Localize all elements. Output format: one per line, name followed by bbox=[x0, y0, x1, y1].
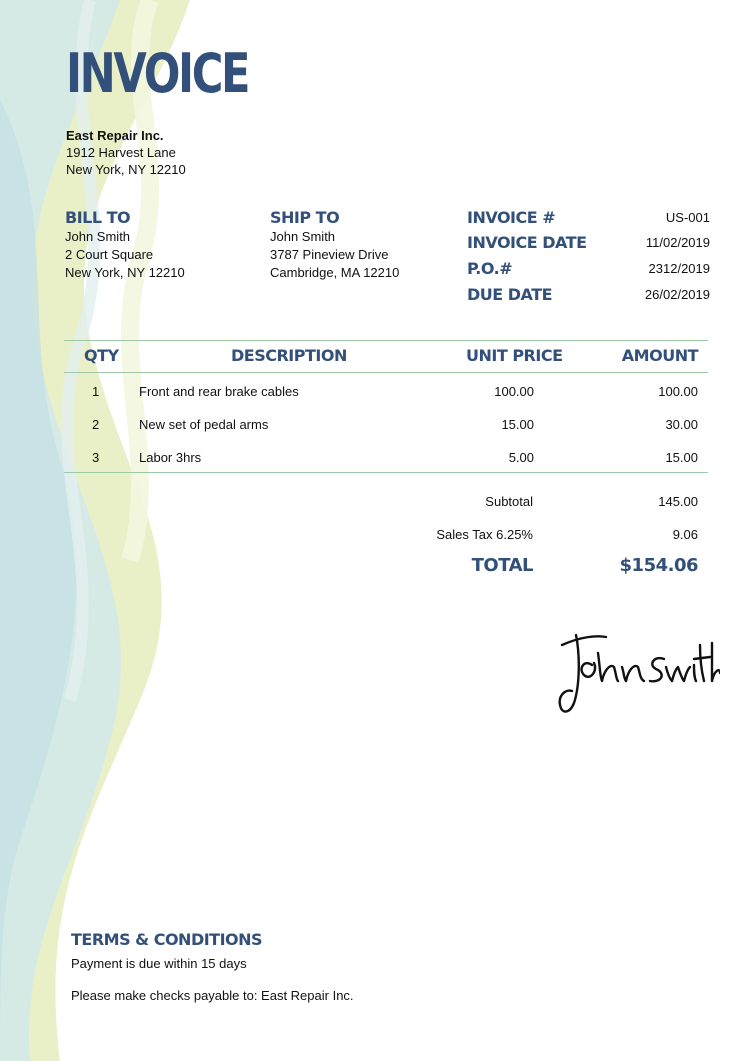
item-description: New set of pedal arms bbox=[139, 417, 269, 432]
table-row: 2 New set of pedal arms 15.00 30.00 bbox=[64, 417, 708, 435]
terms-line2: Please make checks payable to: East Repa… bbox=[71, 988, 354, 1003]
item-amount: 100.00 bbox=[658, 384, 698, 399]
table-header-rule bbox=[64, 372, 708, 373]
bill-to-block: BILL TO John Smith 2 Court Square New Yo… bbox=[65, 208, 185, 282]
meta-value: 2312/2019 bbox=[648, 261, 710, 276]
ship-to-heading: SHIP TO bbox=[270, 208, 340, 227]
subtotal-value: 145.00 bbox=[658, 494, 698, 509]
ship-to-block: SHIP TO John Smith 3787 Pineview Drive C… bbox=[270, 208, 399, 282]
terms-line1: Payment is due within 15 days bbox=[71, 956, 247, 971]
item-amount: 15.00 bbox=[665, 450, 698, 465]
bill-to-address-line1: 2 Court Square bbox=[65, 247, 154, 262]
table-top-rule bbox=[64, 340, 708, 341]
tax-row: Sales Tax 6.25% 9.06 bbox=[420, 527, 698, 549]
invoice-title: INVOICE bbox=[66, 42, 251, 105]
meta-label: P.O.# bbox=[467, 259, 513, 278]
bill-to-heading: BILL TO bbox=[65, 208, 131, 227]
item-amount: 30.00 bbox=[665, 417, 698, 432]
item-unit-price: 100.00 bbox=[494, 384, 534, 399]
total-value: $154.06 bbox=[619, 555, 699, 576]
ship-to-address-line2: Cambridge, MA 12210 bbox=[270, 265, 400, 280]
item-description: Labor 3hrs bbox=[139, 450, 202, 465]
subtotal-label: Subtotal bbox=[485, 494, 533, 509]
meta-row-invoice-number: INVOICE # US-001 bbox=[467, 208, 710, 230]
bill-to-name: John Smith bbox=[65, 229, 131, 244]
item-qty: 3 bbox=[92, 450, 100, 465]
tax-value: 9.06 bbox=[672, 527, 698, 542]
column-header-qty: QTY bbox=[84, 346, 119, 365]
meta-label: INVOICE DATE bbox=[467, 233, 587, 252]
company-block: East Repair Inc. 1912 Harvest Lane New Y… bbox=[66, 127, 186, 178]
company-address-line2: New York, NY 12210 bbox=[66, 162, 186, 177]
total-row: TOTAL $154.06 bbox=[420, 555, 699, 578]
terms-block: TERMS & CONDITIONS Payment is due within… bbox=[71, 930, 354, 1003]
column-header-description: DESCRIPTION bbox=[231, 346, 347, 365]
meta-row-due-date: DUE DATE 26/02/2019 bbox=[467, 285, 710, 307]
meta-row-po-number: P.O.# 2312/2019 bbox=[467, 259, 710, 281]
column-header-unit-price: UNIT PRICE bbox=[466, 346, 563, 365]
bill-to-address-line2: New York, NY 12210 bbox=[65, 265, 185, 280]
total-label: TOTAL bbox=[471, 555, 534, 576]
item-description: Front and rear brake cables bbox=[139, 384, 299, 399]
company-address-line1: 1912 Harvest Lane bbox=[66, 145, 176, 160]
item-unit-price: 15.00 bbox=[501, 417, 534, 432]
table-row: 3 Labor 3hrs 5.00 15.00 bbox=[64, 450, 708, 468]
signature-image bbox=[558, 633, 720, 713]
ship-to-address-line1: 3787 Pineview Drive bbox=[270, 247, 389, 262]
terms-heading: TERMS & CONDITIONS bbox=[71, 930, 263, 949]
item-qty: 1 bbox=[92, 384, 100, 399]
meta-row-invoice-date: INVOICE DATE 11/02/2019 bbox=[467, 233, 710, 255]
meta-value: 11/02/2019 bbox=[645, 235, 710, 250]
meta-value: US-001 bbox=[665, 210, 710, 225]
meta-label: INVOICE # bbox=[467, 208, 556, 227]
item-qty: 2 bbox=[92, 417, 100, 432]
table-bottom-rule bbox=[64, 472, 708, 473]
meta-label: DUE DATE bbox=[467, 285, 553, 304]
ship-to-name: John Smith bbox=[270, 229, 336, 244]
table-row: 1 Front and rear brake cables 100.00 100… bbox=[64, 384, 708, 402]
company-name: East Repair Inc. bbox=[66, 128, 164, 143]
tax-label: Sales Tax 6.25% bbox=[436, 527, 533, 542]
item-unit-price: 5.00 bbox=[508, 450, 534, 465]
meta-value: 26/02/2019 bbox=[644, 287, 710, 302]
subtotal-row: Subtotal 145.00 bbox=[420, 494, 698, 516]
column-header-amount: AMOUNT bbox=[621, 346, 699, 365]
